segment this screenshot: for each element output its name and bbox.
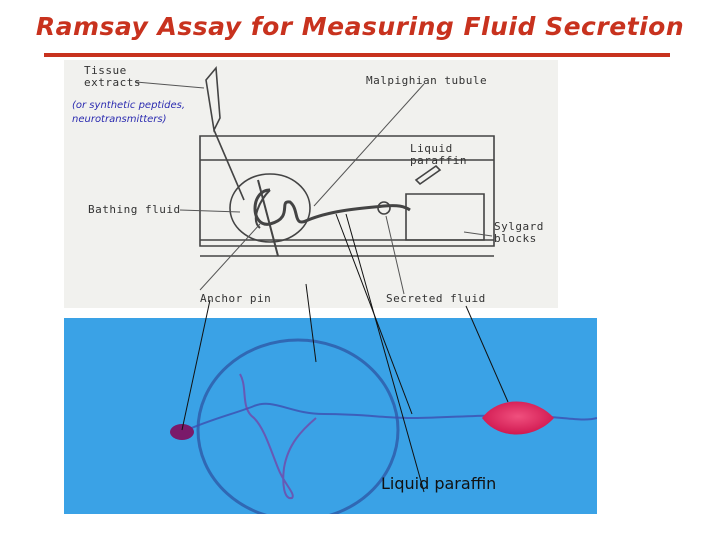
label-anchor-pin: Anchor pin [200,292,271,305]
overlay-synthetic-peptides: (or synthetic peptides, [72,100,185,111]
label-bathing-fluid: Bathing fluid [88,203,181,216]
malpighian-tubule [253,188,411,226]
label-sylgard-2: blocks [494,232,537,245]
title-underline [44,53,670,57]
anchor-pin [257,179,279,257]
anchor-blob [170,424,194,440]
dish-outline [199,135,495,247]
label-malpighian-tubule: Malpighian tubule [366,74,487,87]
label-secreted-fluid: Secreted fluid [386,292,486,305]
label-liquid-paraffin-1: Liquid [410,142,453,155]
pipette-tip [213,129,245,201]
secreted-drop [377,201,391,215]
assay-photo [64,318,598,522]
slide-title: Ramsay Assay for Measuring Fluid Secreti… [35,12,685,41]
label-tissue-extracts-2: extracts [84,76,141,89]
sylgard-block [405,193,485,241]
label-liquid-paraffin-2: paraffin [410,154,467,167]
assay-schematic: Tissue extracts Malpighian tubule Liquid… [64,60,558,308]
overlay-neurotransmitters: neurotransmitters) [72,114,167,125]
schematic-drawing: Tissue extracts Malpighian tubule Liquid… [72,64,544,305]
bathing-fluid-drop [229,173,311,243]
tubule-loop [239,373,317,500]
label-sylgard-1: Sylgard [494,220,544,233]
label-tissue-extracts-1: Tissue [84,64,127,77]
liquid-paraffin-callout: Liquid paraffin [381,474,497,493]
pipette [205,65,221,133]
paraffin-dropper [414,164,442,186]
secreted-droplet [482,401,554,435]
